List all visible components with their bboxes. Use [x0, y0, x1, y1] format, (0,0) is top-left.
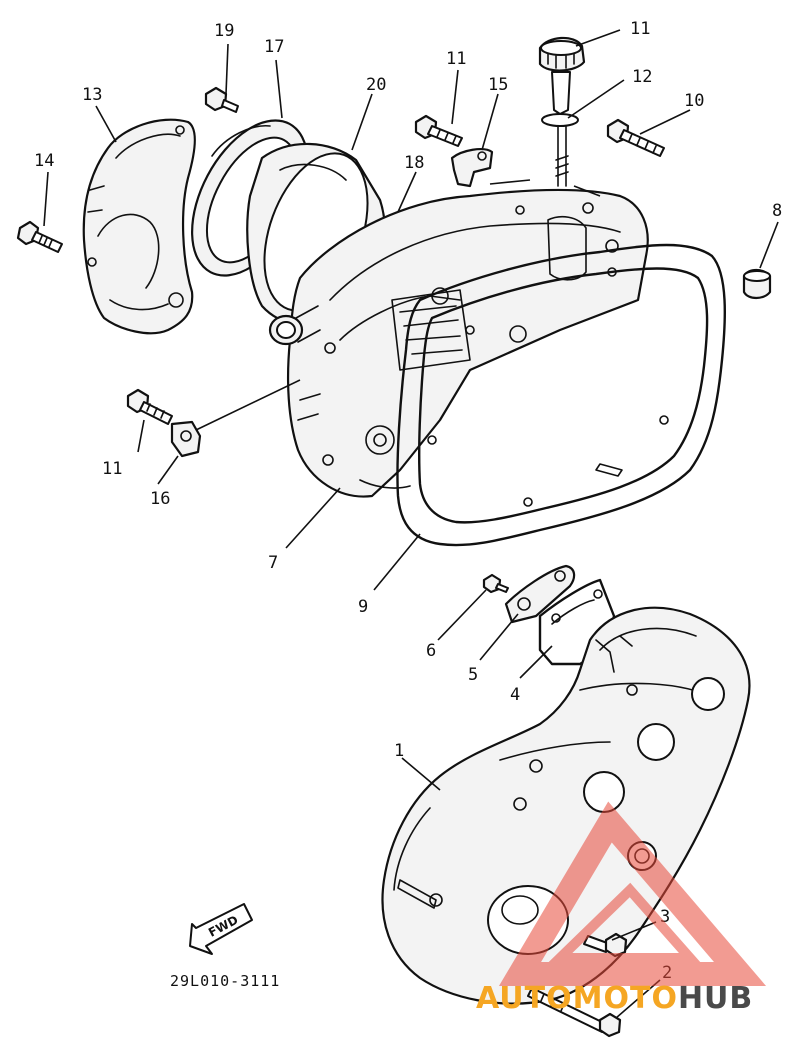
callout-15: 14 — [34, 151, 54, 171]
watermark-triangle-icon — [498, 801, 767, 986]
callout-20: 19 — [214, 21, 234, 41]
watermark-text: AUTOMOTOHUB — [476, 981, 753, 1016]
callout-3: 3 — [660, 907, 670, 927]
part-4-gasket-plate — [538, 578, 616, 666]
part-8-dowel — [742, 268, 772, 300]
callout-5: 5 — [468, 665, 478, 685]
part-17-clamp — [170, 420, 202, 458]
callout-16: 15 — [488, 75, 508, 95]
callout-9: 9 — [358, 597, 368, 617]
part-5-plate — [504, 564, 576, 624]
leader-lines — [43, 29, 779, 1019]
callout-17: 16 — [150, 489, 170, 509]
watermark-word-hub: HUB — [678, 981, 753, 1016]
watermark-triangle-inner-icon — [547, 882, 702, 963]
part-7-pipe-fitting — [268, 305, 321, 346]
callout-4: 4 — [510, 685, 520, 705]
callout-21: 20 — [366, 75, 386, 95]
callout-18: 17 — [264, 37, 284, 57]
part-12-oil-cap — [538, 36, 586, 115]
part-11-bolt-upper — [414, 114, 463, 147]
callout-1: 1 — [394, 741, 404, 761]
callout-7: 7 — [268, 553, 278, 573]
part-11-bolt-lower — [126, 388, 173, 425]
callout-12: 11 — [630, 19, 650, 39]
dipstick-stem — [555, 125, 569, 187]
watermark-word-moto: MOTO — [573, 981, 678, 1016]
watermark-logo — [498, 801, 767, 986]
watermark-word-auto: AUTO — [476, 981, 573, 1016]
part-3-bolt — [583, 932, 628, 958]
part-2-long-bolt — [527, 987, 622, 1038]
part-1-clutch-cover — [381, 606, 751, 1005]
part-20-screw — [204, 86, 239, 113]
callout-8: 8 — [772, 201, 782, 221]
part-16-clamp — [450, 148, 494, 188]
callout-11-lower: 11 — [102, 459, 122, 479]
callout-11-upper: 11 — [446, 49, 466, 69]
part-10-bolt — [606, 118, 665, 157]
fwd-arrow-icon: FWD — [189, 903, 253, 955]
part-15-bolt — [16, 220, 63, 253]
diagram-part-number: 29L010-3111 — [170, 972, 280, 990]
callout-10: 10 — [684, 91, 704, 111]
callout-14: 13 — [82, 85, 102, 105]
part-6-screw — [482, 573, 509, 594]
svg-text:AUTOMOTOHUB: AUTOMOTOHUB — [476, 981, 753, 1016]
callout-13: 12 — [632, 67, 652, 87]
part-14-outer-cover — [82, 118, 196, 335]
callout-19: 18 — [404, 153, 424, 173]
callout-6: 6 — [426, 641, 436, 661]
part-9-gasket — [396, 243, 727, 547]
